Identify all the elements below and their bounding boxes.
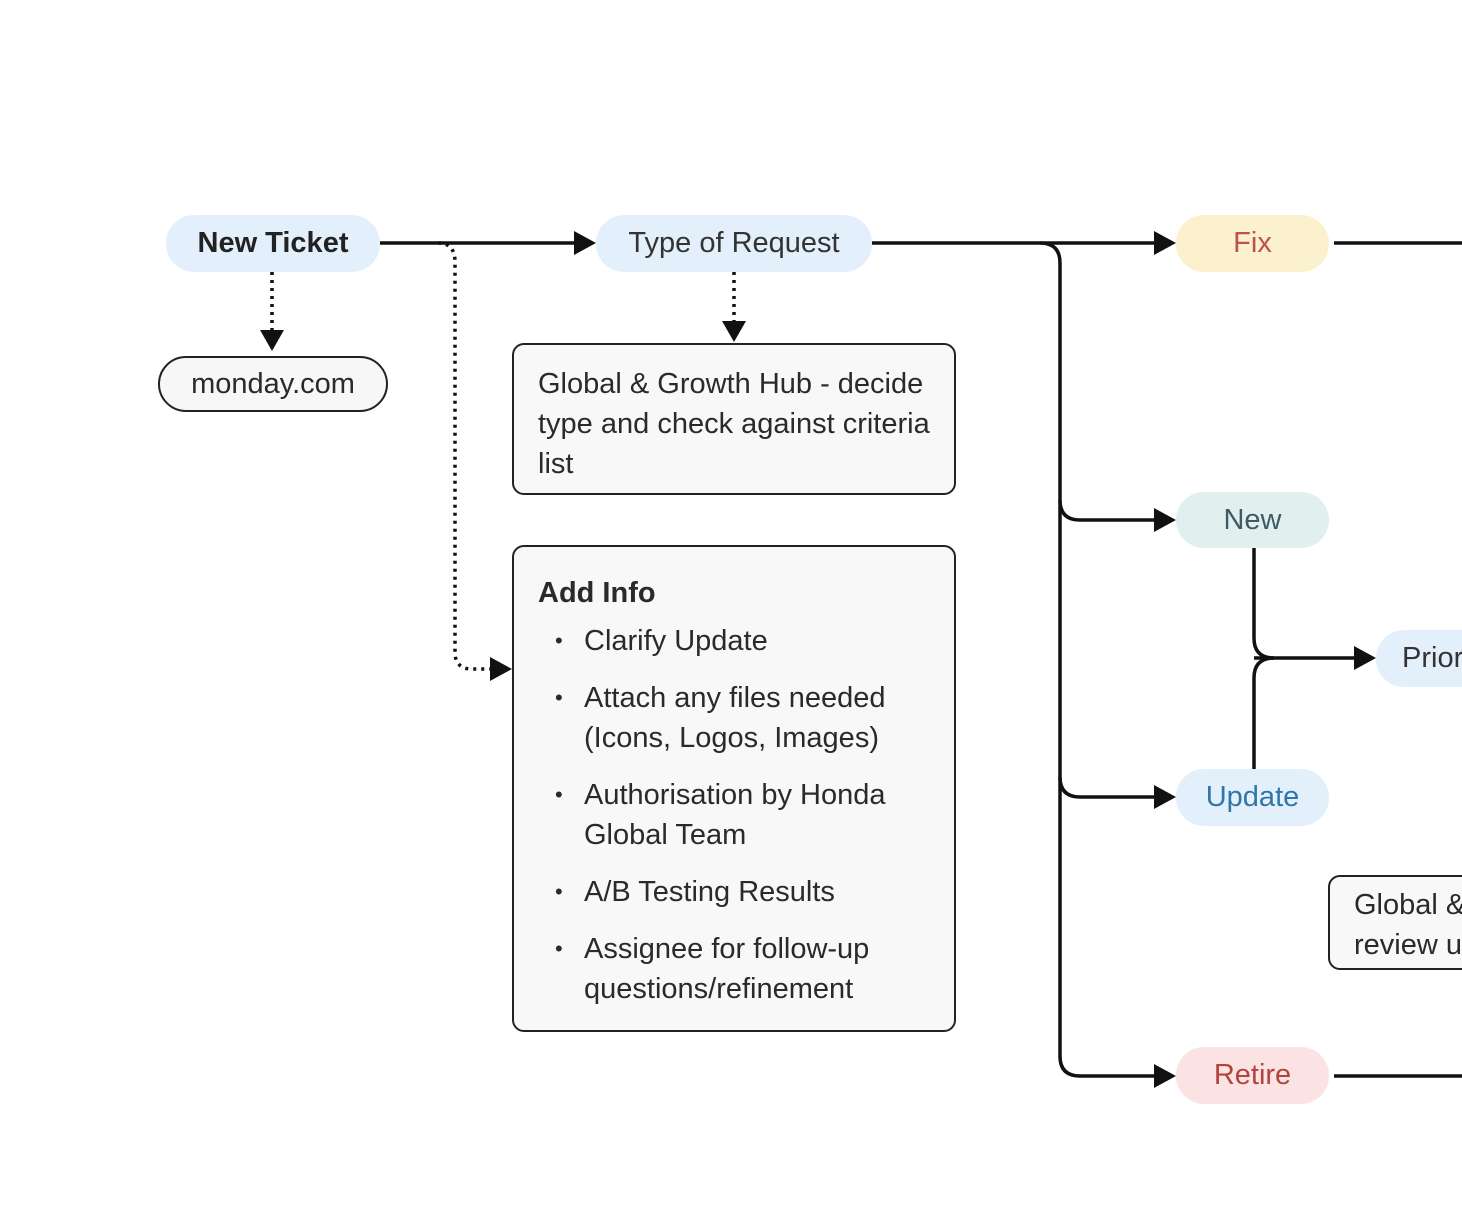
node-new-ticket-label: New Ticket — [197, 227, 349, 259]
node-new-ticket: New Ticket — [166, 215, 380, 272]
node-update: Update — [1176, 769, 1329, 826]
add-info-item-text: A/B Testing Results — [584, 876, 835, 908]
arrowhead-to-new — [1154, 508, 1176, 532]
node-type-of-request: Type of Request — [596, 215, 872, 272]
node-type-of-request-label: Type of Request — [628, 227, 840, 259]
edge-branch-to-update — [1058, 776, 1154, 799]
branch-trunk — [1039, 241, 1154, 1078]
edge-update-up — [1252, 656, 1275, 769]
box-add-info-title: Add Info — [538, 577, 656, 609]
node-prior-label: Prior — [1402, 642, 1462, 674]
node-retire-label: Retire — [1213, 1059, 1292, 1091]
node-new: New — [1176, 492, 1329, 548]
node-monday-label: monday.com — [191, 367, 355, 400]
add-info-item: • Assignee for follow-up questions/refine… — [538, 929, 930, 1009]
add-info-item: • A/B Testing Results — [538, 872, 930, 912]
arrowhead-to-monday — [260, 330, 284, 351]
node-fix-label: Fix — [1233, 227, 1272, 259]
bullet-icon: • — [555, 879, 563, 904]
edge-new-down — [1252, 548, 1275, 660]
node-prior: Prior — [1376, 630, 1462, 687]
node-update-label: Update — [1205, 781, 1300, 813]
add-info-list: • Clarify Update • Attach any files needed… — [538, 621, 930, 1009]
node-fix: Fix — [1176, 215, 1329, 272]
node-monday: monday.com — [158, 356, 388, 412]
bullet-icon: • — [555, 782, 563, 807]
arrowhead-to-addinfo — [490, 657, 512, 681]
box-global-review: Global & review u — [1328, 875, 1462, 970]
bullet-icon: • — [555, 936, 563, 961]
edge-branch-to-new — [1058, 499, 1154, 522]
add-info-item: • Authorisation by Honda Global Team — [538, 775, 930, 855]
box-global-review-line: review u — [1354, 929, 1462, 961]
add-info-item: • Attach any files needed (Icons, Logos, … — [538, 678, 930, 758]
bullet-icon: • — [555, 628, 563, 653]
node-retire: Retire — [1176, 1047, 1329, 1104]
bullet-icon: • — [555, 685, 563, 710]
box-global-growth-hub: Global & Growth Hub - decide type and ch… — [512, 343, 956, 495]
arrowhead-to-prior — [1354, 646, 1376, 670]
box-global-growth-hub-text: Global & Growth Hub - decide type and ch… — [538, 368, 930, 480]
add-info-item-text: Attach any files needed (Icons, Logos, I… — [584, 682, 886, 754]
add-info-item-text: Authorisation by Honda Global Team — [584, 779, 886, 851]
arrowhead-to-update — [1154, 785, 1176, 809]
arrowhead-to-fix — [1154, 231, 1176, 255]
box-add-info: Add Info • Clarify Update • Attach any fil… — [512, 545, 956, 1032]
arrowhead-to-hub — [722, 321, 746, 342]
add-info-item-text: Clarify Update — [584, 625, 768, 657]
node-new-label: New — [1223, 503, 1282, 536]
arrowhead-to-retire — [1154, 1064, 1176, 1088]
add-info-item: • Clarify Update — [538, 621, 930, 661]
add-info-item-text: Assignee for follow-up questions/refinem… — [584, 933, 870, 1005]
edge-newticket-to-addinfo — [437, 241, 490, 671]
box-global-review-line: Global & — [1354, 889, 1462, 921]
arrowhead-to-type — [574, 231, 596, 255]
